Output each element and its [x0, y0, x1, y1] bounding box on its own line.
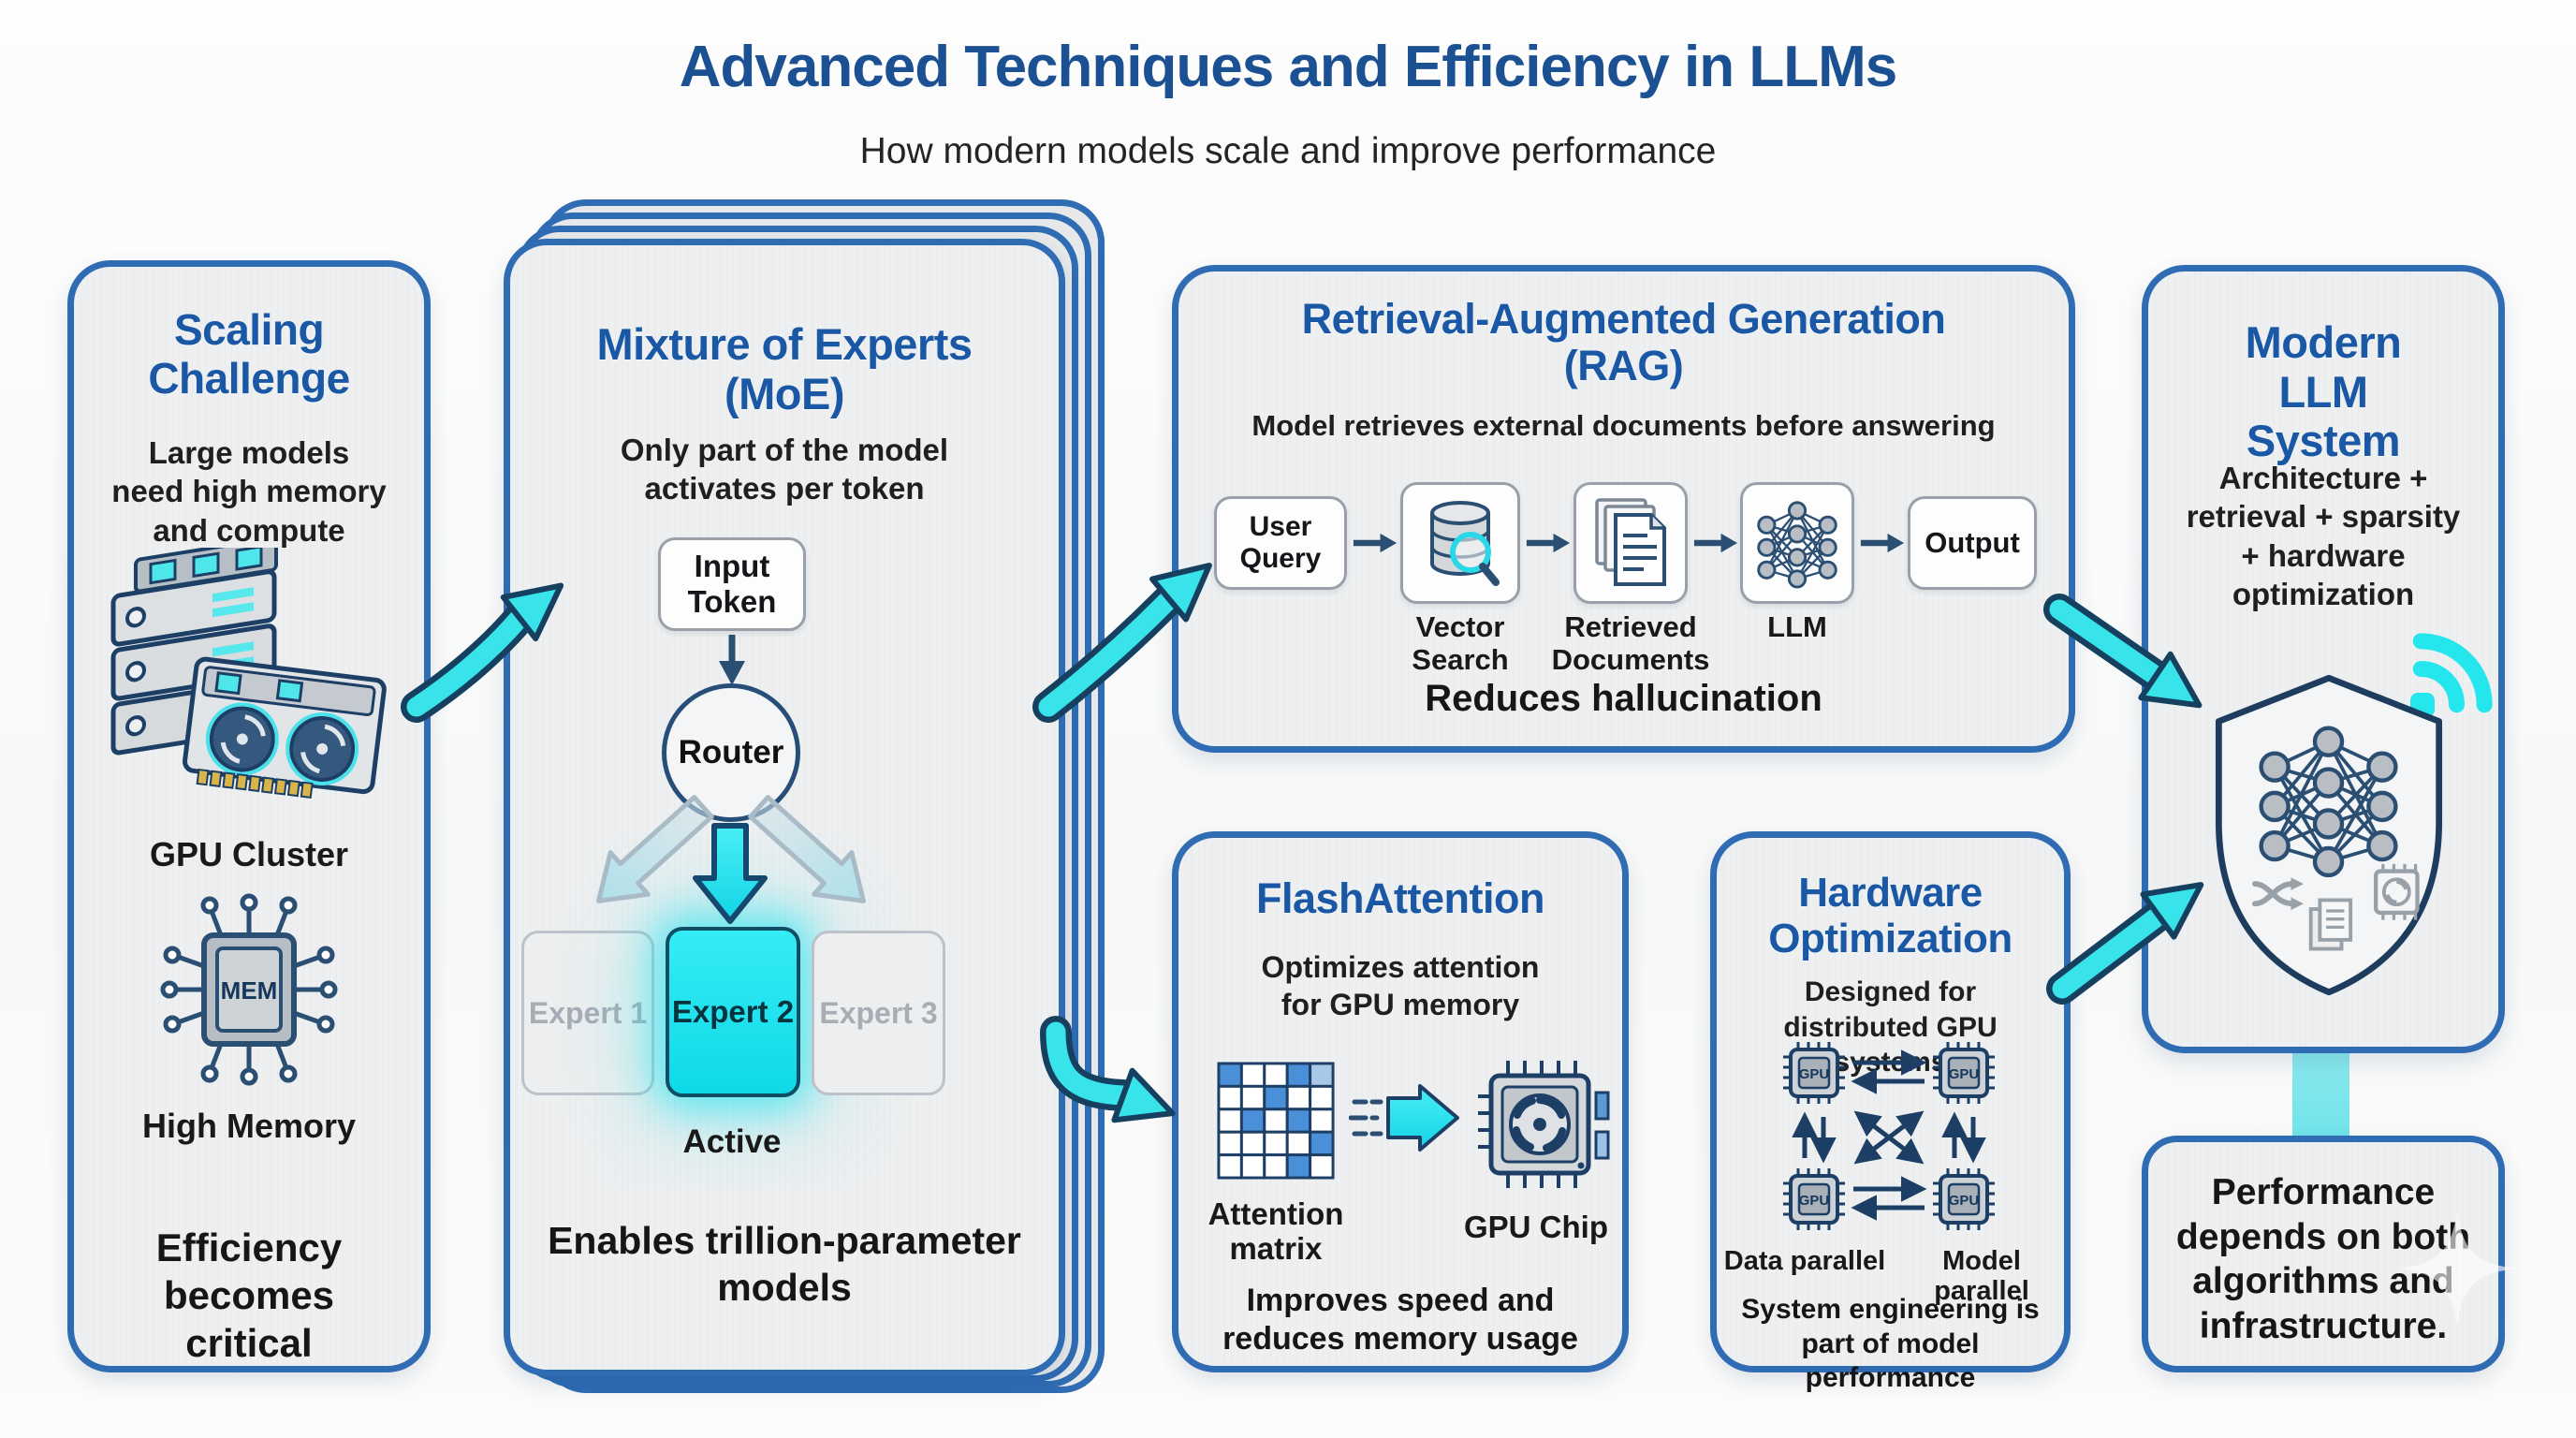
- panel-scaling-challenge: Scaling Challenge Large models need high…: [67, 260, 431, 1372]
- shield-system-icon: [2215, 674, 2443, 996]
- gpu-cluster-icon: [110, 548, 387, 799]
- speed-arrow-icon: [1349, 1084, 1459, 1152]
- output-box: Output: [1908, 496, 2037, 590]
- llm-box: [1740, 482, 1854, 604]
- router-node: Router: [662, 683, 800, 822]
- page-title: Advanced Techniques and Efficiency in LL…: [679, 35, 1897, 99]
- gpu-chip-label: GPU Chip: [1464, 1210, 1608, 1244]
- flow-arrow-1-icon: [1353, 531, 1398, 555]
- mini-documents-icon: [2308, 898, 2353, 951]
- expert-2-box: Expert 2: [666, 927, 800, 1097]
- expert-1-box: Expert 1: [521, 931, 654, 1095]
- user-query-box: User Query: [1214, 496, 1347, 590]
- router-label: Router: [678, 734, 784, 770]
- panel-hardware-optimization: Hardware Optimization Designed for distr…: [1710, 831, 2071, 1393]
- vector-search-label: Vector Search: [1412, 610, 1509, 676]
- moe-title: Mixture of Experts (MoE): [596, 319, 973, 418]
- flow-arrow-3-icon: [1693, 531, 1738, 555]
- panel-connector-strip: [2292, 1041, 2349, 1142]
- flow-arrow-4-icon: [1860, 531, 1905, 555]
- input-token-box: Input Token: [658, 537, 806, 631]
- expert-2-label: Expert 2: [671, 994, 795, 1029]
- model-parallel-label: Model parallel: [1934, 1246, 2029, 1307]
- panel-mixture-of-experts: Mixture of Experts (MoE) Only part of th…: [504, 239, 1065, 1376]
- documents-icon: [1595, 498, 1666, 586]
- user-query-label: User Query: [1239, 510, 1322, 575]
- memory-chip-icon: MEM: [160, 893, 338, 1086]
- expert-3-label: Expert 3: [819, 995, 938, 1030]
- vector-search-icon: [1430, 501, 1500, 586]
- active-label: Active: [682, 1123, 782, 1160]
- distributed-gpu-diagram: [1781, 1040, 1997, 1232]
- rag-title: Retrieval-Augmented Generation (RAG): [1301, 295, 1946, 390]
- flash-footer: Improves speed and reduces memory usage: [1222, 1283, 1578, 1357]
- flash-title: FlashAttention: [1256, 874, 1544, 922]
- rag-footer: Reduces hallucination: [1425, 678, 1822, 719]
- moe-footer: Enables trillion-parameter models: [548, 1219, 1021, 1310]
- expert-3-box: Expert 3: [812, 931, 945, 1095]
- output-label: Output: [1925, 526, 2020, 560]
- page-subtitle: How modern models scale and improve perf…: [859, 131, 1717, 171]
- hardware-footer: System engineering is part of model perf…: [1741, 1294, 2040, 1394]
- shuffle-icon: [2252, 881, 2296, 907]
- mini-chip-icon: [2373, 863, 2420, 920]
- input-token-label: Input Token: [687, 549, 777, 619]
- data-parallel-label: Data parallel: [1723, 1246, 1886, 1276]
- moe-desc: Only part of the model activates per tok…: [620, 433, 949, 506]
- modern-title: Modern LLM System: [2245, 317, 2402, 466]
- expert-1-label: Expert 1: [528, 995, 648, 1030]
- hardware-title: Hardware Optimization: [1768, 870, 2012, 962]
- hardware-desc: Designed for distributed GPU systems: [1783, 976, 1998, 1078]
- high-memory-label: High Memory: [141, 1107, 357, 1145]
- rag-desc: Model retrieves external documents befor…: [1251, 409, 1996, 442]
- gpu-chip-icon: [1478, 1061, 1610, 1188]
- modern-desc: Architecture + retrieval + sparsity + ha…: [2186, 461, 2461, 611]
- flow-arrow-2-icon: [1526, 531, 1571, 555]
- retrieved-documents-box: [1573, 482, 1688, 604]
- scaling-desc: Large models need high memory and comput…: [111, 435, 387, 548]
- panel-flashattention: FlashAttention Optimizes attention for G…: [1172, 831, 1629, 1372]
- panel-rag: Retrieval-Augmented Generation (RAG) Mod…: [1172, 265, 2075, 753]
- llm-label: LLM: [1767, 610, 1827, 643]
- panel-modern-llm-system: Modern LLM System Architecture + retriev…: [2142, 265, 2505, 1053]
- flash-desc: Optimizes attention for GPU memory: [1261, 950, 1540, 1021]
- gpu-cluster-label: GPU Cluster: [149, 835, 349, 873]
- performance-text: Performance depends on both algorithms a…: [2175, 1172, 2471, 1346]
- attention-matrix-label: Attention matrix: [1208, 1196, 1344, 1266]
- scaling-footer: Efficiency becomes critical: [155, 1225, 343, 1366]
- vector-search-box: [1400, 482, 1520, 604]
- retrieved-documents-label: Retrieved Documents: [1551, 610, 1710, 676]
- scaling-title: Scaling Challenge: [148, 305, 350, 403]
- attention-matrix-icon: [1217, 1062, 1335, 1180]
- panel-performance-note: Performance depends on both algorithms a…: [2142, 1136, 2505, 1372]
- mem-chip-text: MEM: [221, 976, 278, 1005]
- neural-network-icon: [1757, 501, 1837, 589]
